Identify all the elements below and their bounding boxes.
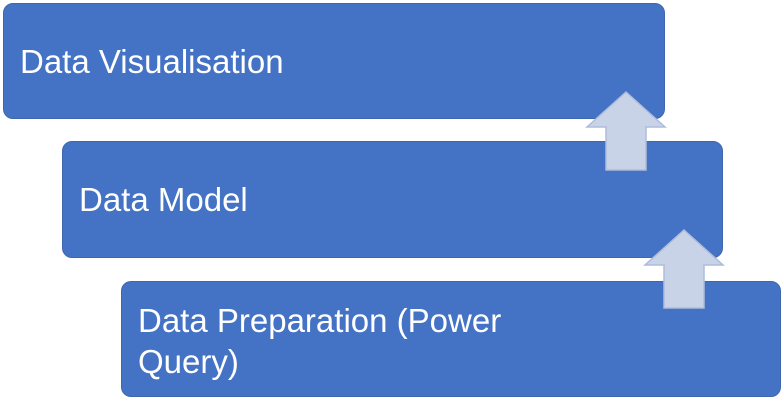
- layer-label: Data Visualisation: [20, 42, 284, 80]
- layer-label: Data Preparation (Power Query): [138, 302, 502, 380]
- up-arrow-icon: [643, 228, 725, 309]
- layer-label: Data Model: [79, 181, 248, 218]
- layer-box-data-visualisation: Data Visualisation: [3, 3, 665, 119]
- up-arrow-icon: [585, 90, 667, 171]
- layer-box-data-preparation: Data Preparation (Power Query): [121, 281, 781, 397]
